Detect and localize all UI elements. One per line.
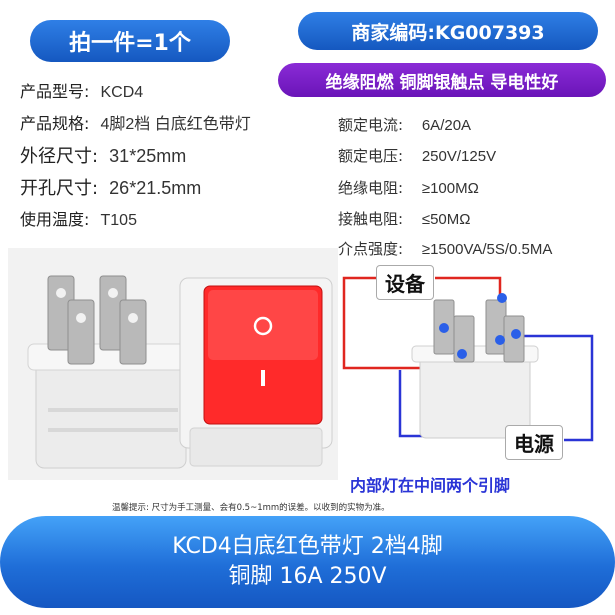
spec-temperature: 使用温度: T105	[20, 206, 137, 230]
wiring-diagram	[342, 276, 594, 442]
banner-line-2: 铜脚 16A 250V	[228, 564, 387, 589]
features-label: 绝缘阻燃 铜脚银触点 导电性好	[325, 72, 559, 93]
merchant-code-badge: 商家编码:KG007393	[298, 12, 598, 50]
power-wire-right	[520, 334, 594, 442]
quantity-badge-label: 拍一件=1个	[69, 31, 191, 56]
switch-back-view	[27, 275, 195, 469]
spec-variant-value: 4脚2档 白底红色带灯	[100, 116, 251, 133]
product-photo	[8, 248, 338, 480]
spec-contact-resistance-value: ≤50MΩ	[421, 211, 471, 228]
spec-insulation-resistance-value: ≥100MΩ	[421, 180, 479, 197]
merchant-code-label: 商家编码:KG007393	[351, 21, 545, 44]
features-badge: 绝缘阻燃 铜脚银触点 导电性好	[278, 63, 606, 97]
spec-model: 产品型号: KCD4	[20, 78, 143, 102]
spec-rated-voltage-key: 额定电压:	[338, 147, 404, 165]
spec-variant: 产品规格: 4脚2档 白底红色带灯	[20, 110, 251, 134]
spec-outer-size-value: 31*25mm	[109, 146, 187, 166]
spec-model-key: 产品型号:	[20, 82, 90, 101]
spec-rated-voltage-value: 250V/125V	[421, 148, 497, 165]
spec-dielectric-strength: 介点强度: ≥1500VA/5S/0.5MA	[338, 238, 552, 259]
spec-hole-size-key: 开孔尺寸:	[20, 178, 99, 199]
spec-insulation-resistance-key: 绝缘电阻:	[338, 179, 404, 197]
spec-hole-size: 开孔尺寸: 26*21.5mm	[20, 174, 201, 200]
spec-contact-resistance-key: 接触电阻:	[338, 210, 404, 228]
spec-outer-size: 外径尺寸: 31*25mm	[20, 142, 186, 168]
spec-variant-key: 产品规格:	[20, 114, 90, 133]
spec-temperature-value: T105	[100, 212, 137, 229]
spec-rated-current-value: 6A/20A	[421, 117, 472, 134]
device-wire-right	[435, 276, 502, 298]
diagram-switch	[411, 299, 539, 439]
device-wire	[342, 276, 438, 370]
off-symbol-icon	[253, 316, 273, 336]
spec-rated-voltage: 额定电压: 250V/125V	[338, 145, 496, 166]
spec-rated-current: 额定电流: 6A/20A	[338, 114, 471, 135]
spec-outer-size-key: 外径尺寸:	[20, 146, 99, 167]
on-symbol-icon	[261, 370, 265, 386]
spec-rated-current-key: 额定电流:	[338, 116, 404, 134]
spec-hole-size-value: 26*21.5mm	[109, 178, 202, 198]
power-label: 电源	[505, 425, 563, 460]
terminal-dots	[439, 293, 521, 359]
spec-dielectric-strength-value: ≥1500VA/5S/0.5MA	[421, 241, 553, 258]
product-title-banner: KCD4白底红色带灯 2档4脚 铜脚 16A 250V	[0, 516, 615, 608]
measurement-disclaimer: 温馨提示: 尺寸为手工测量、会有0.5~1mm的误差。以收到的实物为准。	[112, 503, 390, 513]
banner-line-1: KCD4白底红色带灯 2档4脚	[172, 534, 443, 559]
spec-dielectric-strength-key: 介点强度:	[338, 240, 404, 258]
switch-front-view	[179, 277, 333, 467]
spec-insulation-resistance: 绝缘电阻: ≥100MΩ	[338, 177, 479, 198]
device-label: 设备	[376, 265, 434, 300]
spec-model-value: KCD4	[100, 84, 144, 101]
quantity-badge: 拍一件=1个	[30, 20, 230, 62]
lamp-pin-note: 内部灯在中间两个引脚	[350, 476, 511, 495]
spec-contact-resistance: 接触电阻: ≤50MΩ	[338, 208, 470, 229]
spec-temperature-key: 使用温度:	[20, 210, 90, 229]
